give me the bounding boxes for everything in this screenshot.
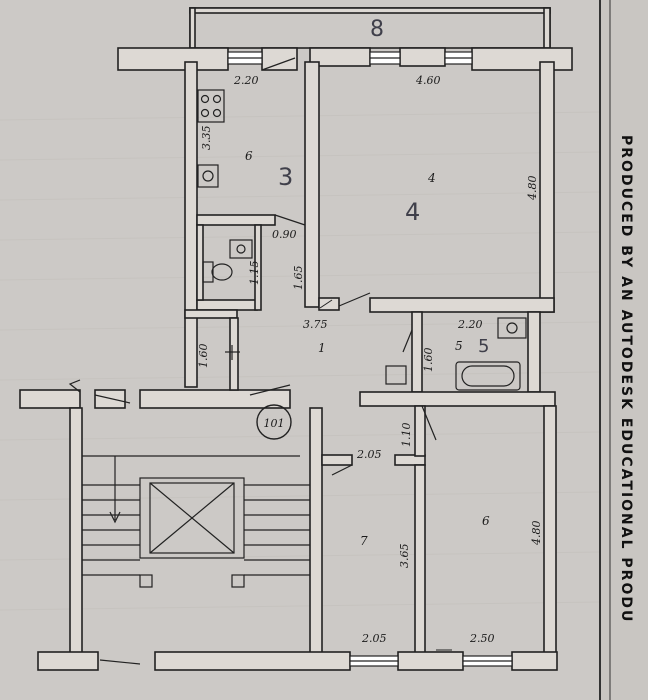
room-number-balcony: 8 [370,17,384,42]
balcony-door [261,57,296,71]
wc-fixtures [202,239,253,283]
dim-hall-width: 3.75 [303,318,328,331]
wc-bottom-wall [196,299,258,311]
left-wall-upper [184,61,198,388]
bedroom6-door [421,405,437,441]
walls [19,7,573,671]
stair-door [94,394,131,404]
bath-bottom-wall [359,391,556,407]
apartment-number: 101 [264,417,285,430]
bedroom7-door [331,464,353,476]
kitchen-bottom-wall [196,214,276,226]
dim-bedroom-large-length: 4.80 [530,521,543,547]
bottom-wall2 [154,651,351,671]
handwritten-living: 4 [405,198,420,226]
hall-marks [225,345,240,360]
dimension-lines [319,299,452,651]
autodesk-watermark: PRODUCED BY AN AUTODESK EDUCATIONAL PROD… [618,135,634,623]
dim-hall-length: 1.65 [292,266,305,291]
dim-bedroom-small-width: 2.05 [356,448,382,461]
wc-basin-icon [229,239,253,259]
kitchen-sink-icon [197,164,219,188]
stair-right-wall [309,407,323,654]
room-number-living: 4 [427,171,436,185]
stair-door-hinge [68,379,81,393]
entry-wall3 [139,389,291,409]
dim-kitchen-width: 2.20 [233,74,259,87]
corridor-right [229,317,239,391]
dim-bath-length: 1.60 [422,348,435,373]
elevator-shaft [149,482,235,554]
living-bottom-left [318,297,340,311]
dim-window-small: 2.05 [361,632,387,645]
balcony-right [543,7,551,49]
dim-bath-width: 2.20 [457,318,483,331]
bottom-wall4 [511,651,558,671]
dim-bedroom-small-length: 3.65 [398,544,411,569]
living-door [338,292,371,307]
bed7-top-left [321,454,353,466]
entrance-door [249,384,291,396]
stair-left-wall [69,407,83,654]
room-number-bathroom: 5 [455,339,463,353]
apartment-number-circle [256,404,292,440]
bath-door [402,329,413,353]
right-wall-lower [543,405,557,654]
bed6-door-jamb [414,405,426,457]
wc-left [196,224,204,301]
living-right-wall [539,61,555,313]
corridor-top [184,309,238,319]
dim-kitchen-length: 3.35 [200,126,213,151]
toilet-icon [211,263,233,281]
bottom-wall3 [397,651,464,671]
bath-right-wall [527,311,541,393]
dim-wc-door: 0.90 [272,228,297,241]
dim-window-large: 2.50 [469,632,495,645]
room-number-hall: 1 [318,341,326,355]
room-number-kitchen: 6 [245,149,253,163]
dim-living-length: 4.80 [526,176,539,202]
top-wall-right [471,47,573,71]
dim-living-width: 4.60 [415,74,441,87]
bath-left-wall [411,311,423,393]
divider-wall [414,464,426,654]
handwritten-bathroom: 5 [478,336,489,357]
dim-corridor: 1.60 [197,344,210,369]
balcony-left [189,7,196,49]
bath-fixtures [385,317,527,391]
bottom-entrance-door [99,659,141,665]
bathtub-icon [455,361,521,391]
toilet-tank-icon [202,261,214,283]
bed7-top-right [394,454,426,466]
room-number-bedroom-small: 7 [360,534,368,548]
bath-sink-icon [497,317,527,339]
stove-icon [197,89,225,123]
washing-machine-icon [385,365,407,385]
windows [227,51,513,667]
dim-bedroom-door: 1.10 [400,423,413,448]
living-left-wall [304,61,320,308]
dim-wc-length: 1.15 [248,261,261,286]
top-wall-left [117,47,229,71]
bottom-wall1 [37,651,99,671]
room-number-bedroom-large: 6 [482,514,490,528]
balcony-rail [189,7,551,14]
kitchen-door [274,214,306,226]
kitchen-fixtures [197,89,225,188]
handwritten-kitchen: 3 [278,163,293,191]
top-wall-living2 [399,47,446,67]
living-bottom-right [369,297,555,313]
staircase [82,455,310,588]
paper-sheet [0,0,600,700]
wc-right [254,224,262,311]
entry-left-wall [19,389,81,409]
doors [68,57,437,665]
